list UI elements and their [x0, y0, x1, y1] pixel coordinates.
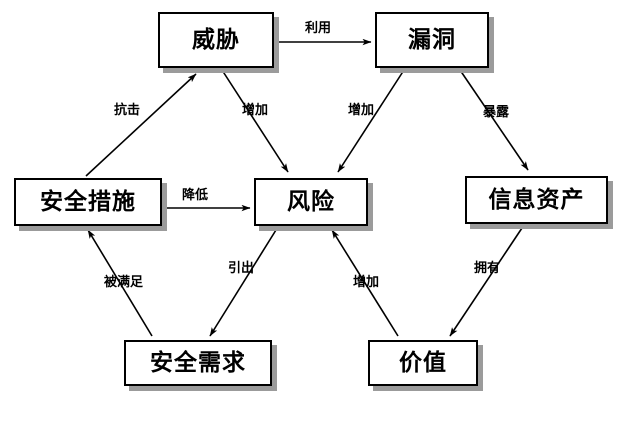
node-threat[interactable]: 威胁	[158, 12, 274, 68]
node-requirement[interactable]: 安全需求	[124, 340, 272, 386]
edge-label-safeguard-reduces-risk: 降低	[182, 188, 209, 203]
edge-label-vulnerability-increases-risk: 增加	[348, 103, 375, 118]
node-value-label: 价值	[399, 349, 447, 376]
edge-value-increases-risk	[331, 229, 399, 337]
edge-vulnerability-exposes-asset	[459, 69, 529, 171]
edge-threat-increases-risk	[221, 69, 289, 173]
node-safeguard-label: 安全措施	[40, 188, 136, 215]
node-safeguard[interactable]: 安全措施	[14, 178, 162, 226]
node-threat-label: 威胁	[192, 26, 240, 53]
edge-label-threat-increases-risk: 增加	[242, 103, 269, 118]
edge-risk-derives-requirement	[209, 229, 277, 337]
node-value[interactable]: 价值	[368, 340, 478, 386]
edge-safeguard-counters-threat	[85, 73, 197, 177]
edge-vulnerability-increases-risk	[337, 69, 405, 173]
edge-label-safeguard-counters-threat: 抗击	[114, 103, 141, 118]
node-asset-label: 信息资产	[488, 186, 585, 213]
node-vulnerability[interactable]: 漏洞	[375, 12, 489, 68]
edge-label-requirement-satisfied-by-safeguard: 被满足	[104, 275, 144, 290]
node-risk[interactable]: 风险	[254, 178, 368, 226]
edge-label-threat-exploits-vulnerability: 利用	[305, 21, 332, 36]
edge-label-asset-has-value: 拥有	[474, 261, 501, 276]
edge-asset-has-value	[449, 227, 523, 337]
node-risk-label: 风险	[287, 188, 335, 215]
edge-label-value-increases-risk: 增加	[353, 275, 380, 290]
node-asset[interactable]: 信息资产	[465, 176, 608, 224]
node-requirement-label: 安全需求	[150, 349, 246, 376]
node-vulnerability-label: 漏洞	[408, 26, 456, 53]
edge-requirement-satisfied-by-safeguard	[87, 229, 153, 337]
edge-label-vulnerability-exposes-asset: 暴露	[483, 105, 510, 120]
edge-label-risk-derives-requirement: 引出	[228, 261, 255, 276]
